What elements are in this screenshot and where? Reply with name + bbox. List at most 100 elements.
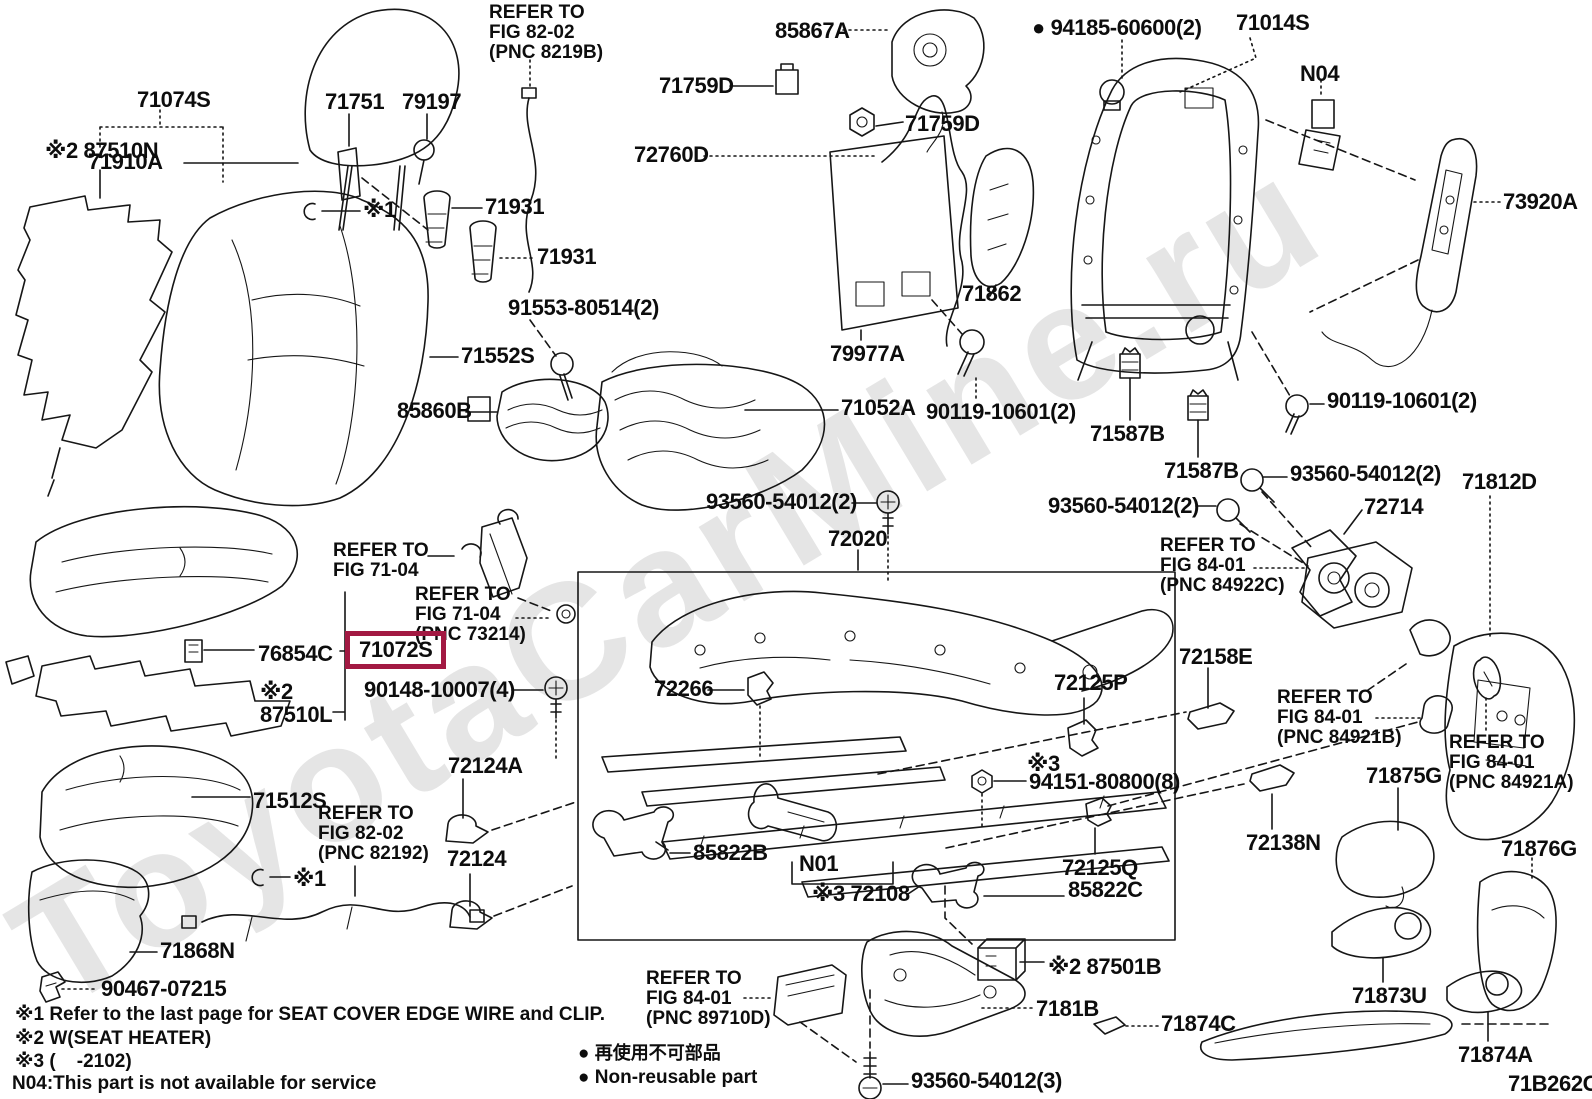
- part-label: 71587B: [1164, 458, 1239, 483]
- note-2: ※2 W(SEAT HEATER): [15, 1028, 212, 1049]
- part-label: 71931: [537, 244, 597, 269]
- clip-72138n-icon: [1250, 765, 1294, 829]
- part-71875g-sketch: [1336, 788, 1434, 908]
- motor-n01-icon: [749, 784, 893, 884]
- clip-72158e-icon: [1188, 668, 1234, 729]
- legend-non-reusable-jp: ● 再使用不可部品: [578, 1043, 721, 1064]
- bolt-90119-right-icon: [1252, 332, 1324, 434]
- part-label: 71751: [325, 89, 385, 114]
- part-71874a-sketch: [1447, 971, 1521, 1041]
- part-label: 71074S: [137, 87, 211, 112]
- part-label: 71876G: [1501, 836, 1577, 861]
- part-label: 93560-54012(2): [1290, 461, 1441, 486]
- part-label: 71868N: [160, 938, 235, 963]
- part-label: 90148-10007(4): [364, 677, 515, 702]
- cushion-frame-sketch: [602, 591, 1173, 897]
- part-label: 72020: [828, 526, 888, 551]
- part-label: 73920A: [1503, 189, 1578, 214]
- part-label: 85822B: [693, 840, 768, 865]
- part-label: 79197: [402, 89, 462, 114]
- side-shield-71812d-sketch: [1445, 496, 1574, 840]
- part-label: 71759D: [905, 111, 980, 136]
- part-label: 72714: [1364, 494, 1424, 519]
- wire-8219b-sketch: [522, 60, 536, 292]
- recliner-shield-71862-sketch: [971, 148, 1034, 296]
- seatback-frame-bracket: [100, 110, 223, 182]
- part-label: 85822C: [1068, 877, 1143, 902]
- part-label: 90119-10601(2): [1327, 388, 1477, 413]
- part-label: 71052A: [841, 395, 916, 420]
- screw-93560-top-icon: [852, 491, 899, 580]
- part-label: ● 94185-60600(2): [1032, 15, 1202, 40]
- part-label: 72138N: [1246, 830, 1321, 855]
- bolt-icon: [414, 114, 434, 184]
- motor-85822b-icon: [593, 807, 690, 859]
- part-label: 93560-54012(3): [911, 1068, 1062, 1093]
- cushion-heater-pad-sketch: [6, 656, 290, 736]
- part-label: 71873U: [1352, 983, 1427, 1008]
- part-label: 85860B: [397, 398, 472, 423]
- note-3: ※3 ( -2102): [15, 1051, 132, 1072]
- part-label: 71874C: [1161, 1011, 1236, 1036]
- headrest-sketch: [184, 9, 459, 230]
- part-label: 72124A: [448, 753, 523, 778]
- part-label: 71862: [962, 281, 1022, 306]
- bolt-93560-right-icons: [1196, 469, 1312, 566]
- nut-94151-icon: [972, 770, 1026, 828]
- motor-85822c-icon: [908, 862, 1064, 907]
- part-label: 71512S: [253, 788, 327, 813]
- clip-72124-icon: [450, 874, 572, 929]
- part-label: N04: [1300, 61, 1340, 86]
- part-label: 76854C: [258, 641, 333, 666]
- seatback-cover-sketch: [159, 191, 458, 505]
- front-shield-71868n-sketch: [29, 860, 157, 982]
- note-4: N04:This part is not available for servi…: [12, 1073, 377, 1094]
- rail-strip-sketch: [1201, 1011, 1550, 1060]
- part-label: ※2 87501B: [1048, 954, 1162, 979]
- recliner-84922c-sketch: [1254, 542, 1412, 628]
- belt-anchor-sketch: [428, 510, 575, 623]
- part-label-highlighted: 71072S: [345, 631, 447, 670]
- part-label: 71910A: [88, 149, 163, 174]
- part-label: 91553-80514(2): [508, 295, 659, 320]
- seat-frame-71052a-sketch: [596, 352, 838, 510]
- grommet-94185-icon: [1100, 40, 1124, 110]
- part-label: 72158E: [1179, 644, 1253, 669]
- knob-84921b-icon: [1368, 620, 1452, 733]
- part-label: 71812D: [1462, 469, 1537, 494]
- knob-84921a-icon: [1474, 657, 1501, 730]
- edge-clip-icon: [304, 204, 360, 220]
- clip-71759d-icon: [730, 64, 798, 94]
- clip-72124a-icon: [446, 779, 576, 843]
- assembly-box-72020: [578, 550, 1175, 940]
- screw-90148-icon: [512, 677, 567, 762]
- part-label: 90467-07215: [101, 976, 227, 1001]
- part-71874c-icon: [1094, 1017, 1158, 1034]
- legend-non-reusable-en: ● Non-reusable part: [578, 1067, 758, 1088]
- part-label: ※2 87510N: [45, 138, 159, 163]
- part-label: ※3 72108: [812, 881, 910, 906]
- part-label: 94151-80800(8): [1029, 769, 1180, 794]
- bullet-icon: ●: [578, 1043, 590, 1064]
- clip-72125p-icon: [878, 698, 1186, 774]
- part-label: 71874A: [1458, 1042, 1533, 1067]
- part-label: ※3: [1027, 751, 1060, 776]
- side-airbag-sketch: [843, 10, 984, 152]
- part-71873u-sketch: [1332, 908, 1430, 982]
- part-label: ※1: [363, 197, 396, 222]
- part-label: 7181B: [1036, 996, 1099, 1021]
- part-label: 71552S: [461, 343, 535, 368]
- grommet-71587b-icons: [1120, 348, 1208, 457]
- part-label: 72760D: [634, 142, 709, 167]
- part-label: 72124: [447, 846, 507, 871]
- diagram-code: 71B262C: [1508, 1071, 1592, 1096]
- bracket-7181b-sketch: [862, 931, 1032, 1036]
